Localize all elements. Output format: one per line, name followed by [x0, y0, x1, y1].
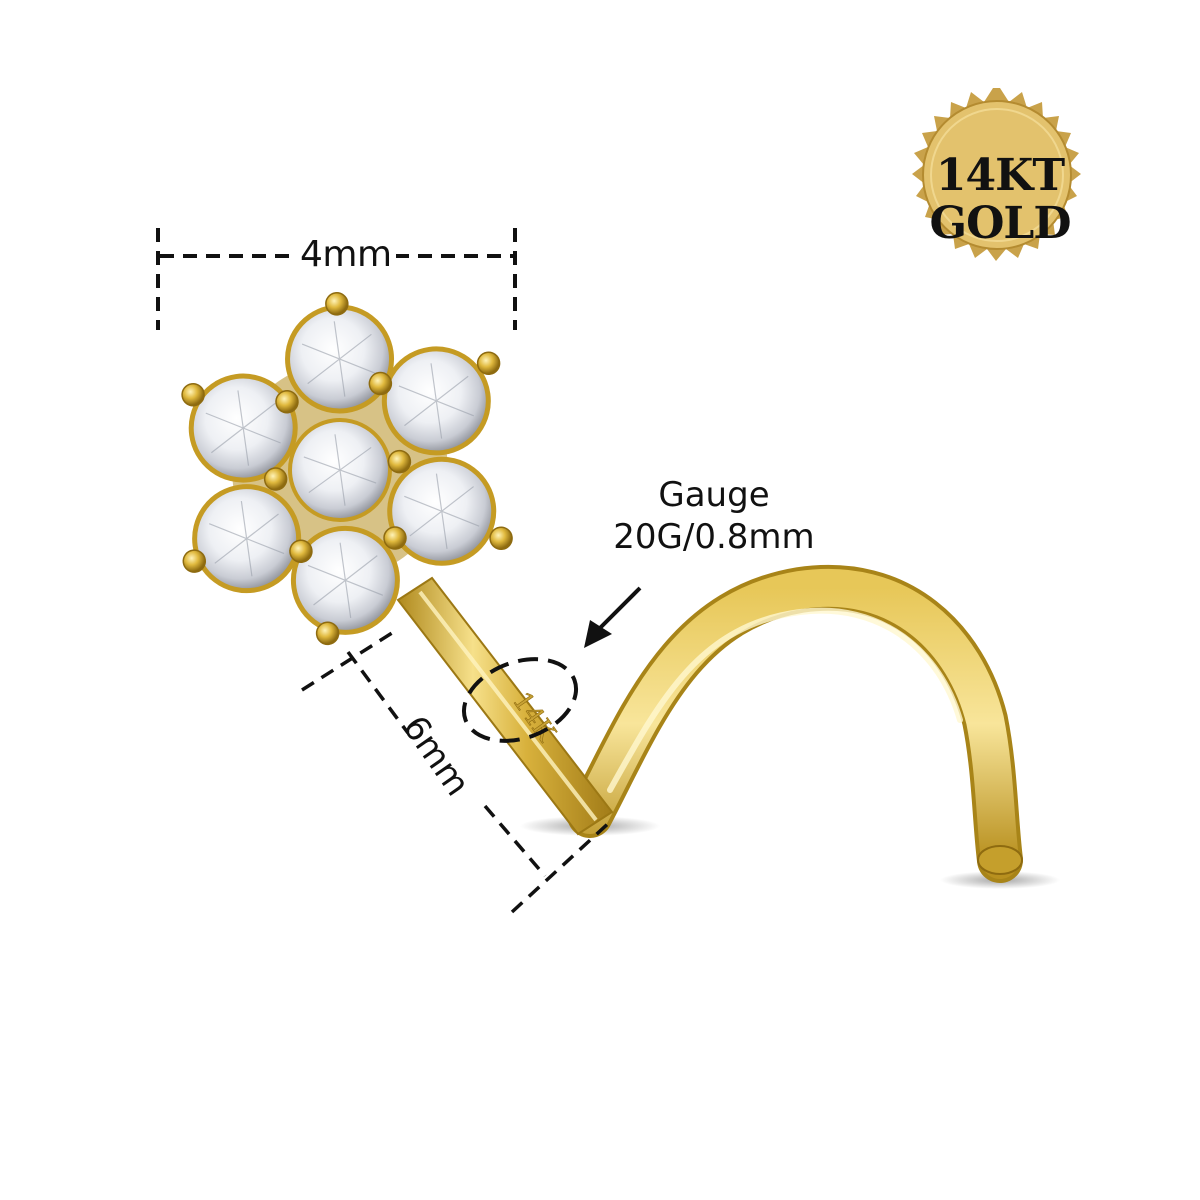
gauge-dashed-circle — [461, 657, 579, 743]
gold-seal-badge — [912, 88, 1081, 261]
post — [396, 576, 614, 836]
badge-text-container: 14KT GOLD — [905, 88, 1095, 298]
badge-line-gold: GOLD — [929, 198, 1072, 249]
screw-tip — [977, 845, 1023, 875]
gauge-indicator — [461, 586, 642, 743]
width-dimension-label: 4mm — [296, 234, 396, 275]
gauge-value: 20G/0.8mm — [613, 517, 815, 557]
badge-line-14kt: 14KT — [935, 150, 1065, 201]
gauge-title: Gauge — [658, 475, 770, 515]
dimension-6mm-lines — [301, 631, 614, 914]
gauge-label: Gauge 20G/0.8mm — [596, 474, 832, 558]
flower-head — [181, 292, 513, 646]
screw-curve — [571, 568, 1019, 879]
dimension-4mm-lines — [156, 228, 517, 330]
gauge-arrow-icon — [584, 620, 612, 648]
screw-highlight — [607, 607, 963, 793]
